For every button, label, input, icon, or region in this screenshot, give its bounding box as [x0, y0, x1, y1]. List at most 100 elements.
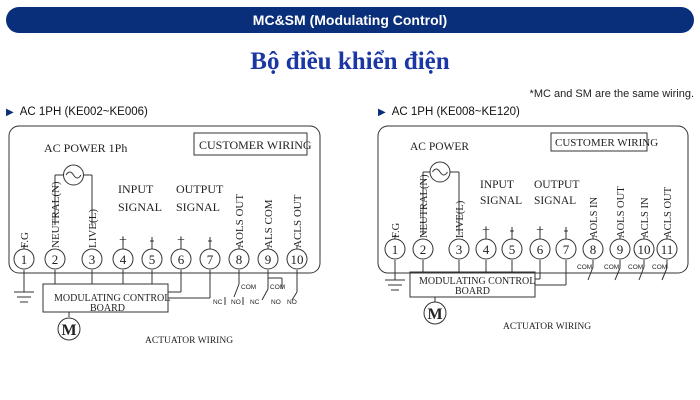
terminal: 7- — [555, 223, 577, 260]
terminal-number: 5 — [149, 252, 156, 267]
terminal-circle — [475, 238, 497, 260]
triangle-right-icon: ▶ — [378, 107, 386, 118]
terminal-number: 7 — [563, 242, 570, 257]
terminal-polarity: - — [510, 223, 515, 238]
output-signal-label: SIGNAL — [176, 200, 220, 214]
terminal-number: 6 — [537, 242, 544, 257]
terminal-number: 11 — [661, 242, 674, 257]
terminal-polarity: - — [208, 233, 213, 248]
terminal-number: 3 — [456, 242, 463, 257]
terminal-number: 10 — [638, 242, 651, 257]
terminal-name: NEUTRAL(N) — [50, 181, 62, 248]
terminal-number: 7 — [207, 252, 214, 267]
terminal: 8 AOLS OUT — [228, 194, 250, 270]
terminal-name: ACLS OUT — [292, 194, 304, 248]
terminal: 7- — [199, 233, 221, 270]
input-signal-label: INPUT — [118, 182, 154, 196]
terminal-number: 1 — [392, 242, 399, 257]
terminal-circle — [112, 248, 134, 270]
terminal: 3 LIVE(L) — [81, 209, 103, 270]
panel-1-labels: AC POWER 1Ph CUSTOMER WIRING INPUT SIGNA… — [44, 138, 312, 346]
switch-no-label: NO — [287, 299, 297, 306]
terminal-number: 5 — [509, 242, 516, 257]
switch-com-label: COM — [270, 284, 285, 291]
panel-label-ke002: ▶AC 1PH (KE002~KE006) — [6, 106, 148, 118]
terminal-name: AOLS OUT — [234, 194, 246, 248]
terminal: 6+ — [170, 233, 192, 270]
terminal-circle — [448, 238, 470, 260]
terminal-number: 10 — [291, 252, 304, 267]
terminal-number: 6 — [178, 252, 185, 267]
panel-label-text: AC 1PH (KE002~KE006) — [19, 106, 148, 118]
customer-wiring-label: CUSTOMER WIRING — [199, 138, 312, 152]
switch-no-label: NO — [271, 299, 281, 306]
ac-source-icon — [63, 164, 84, 186]
actuator-wiring-label: ACTUATOR WIRING — [503, 322, 591, 332]
terminal-circle — [501, 238, 523, 260]
terminal-number: 8 — [236, 252, 243, 267]
terminal-circle — [633, 238, 655, 260]
terminal-number: 8 — [590, 242, 597, 257]
header-title: MC&SM (Modulating Control) — [252, 12, 448, 28]
terminal-circle — [384, 238, 406, 260]
switch-no-label: NO — [231, 299, 241, 306]
switch-nc-label: NC — [213, 299, 223, 306]
terminal-name: AOLS OUT — [616, 186, 627, 238]
panel-label-ke008: ▶AC 1PH (KE008~KE120) — [378, 106, 520, 118]
terminal-number: 1 — [21, 252, 28, 267]
modulating-control-board — [42, 283, 169, 313]
terminal-name: F.G — [19, 232, 31, 248]
terminal: 10 ACLS OUT — [286, 194, 308, 270]
header-bar: MC&SM (Modulating Control) — [6, 7, 694, 33]
output-signal-label: SIGNAL — [534, 195, 576, 207]
terminal-circle — [582, 238, 604, 260]
terminal: 6+ — [529, 223, 551, 260]
motor-label: M — [427, 306, 442, 323]
terminal: 2 NEUTRAL(N) — [44, 181, 66, 270]
panel-frame — [8, 125, 321, 274]
terminal-number: 9 — [617, 242, 624, 257]
terminal-name: ALS COM — [263, 199, 275, 248]
terminal-number: 2 — [420, 242, 427, 257]
board-label: BOARD — [90, 303, 125, 314]
terminal: 5- — [501, 223, 523, 260]
actuator-wiring-label: ACTUATOR WIRING — [145, 336, 233, 346]
modulating-control-board — [409, 271, 536, 298]
terminal-name: LIVE(L) — [87, 209, 99, 248]
switch-nc-label: NC — [250, 299, 260, 306]
switch-com-label: COM — [577, 264, 592, 271]
terminal-polarity: - — [564, 223, 569, 238]
terminal-circle — [199, 248, 221, 270]
input-signal-label: SIGNAL — [480, 195, 522, 207]
wiring-panel-1 — [8, 125, 321, 341]
terminal-name: NEUTRAL(N) — [419, 174, 430, 238]
terminal-circle — [170, 248, 192, 270]
panel-2-labels: AC POWER CUSTOMER WIRING INPUT SIGNAL OU… — [410, 137, 667, 332]
motor-icon — [57, 317, 81, 341]
terminal-circle — [13, 248, 35, 270]
terminal-polarity: + — [119, 233, 127, 248]
board-label: BOARD — [455, 286, 490, 297]
customer-wiring-label: CUSTOMER WIRING — [555, 137, 658, 149]
input-signal-label: INPUT — [480, 179, 514, 191]
customer-wiring-box — [550, 132, 648, 152]
panel-frame — [377, 125, 689, 274]
terminal: 1 F.G — [384, 222, 406, 260]
switch-com-label: COM — [652, 264, 667, 271]
switch-com-label: COM — [628, 264, 643, 271]
terminal-circle — [141, 248, 163, 270]
terminal-number: 3 — [89, 252, 96, 267]
motor-icon — [423, 301, 447, 325]
terminal-circle — [257, 248, 279, 270]
ac-power-label: AC POWER 1Ph — [44, 141, 127, 155]
terminal-number: 4 — [120, 252, 127, 267]
terminal-name: ACLS IN — [640, 197, 651, 238]
terminal-number: 2 — [52, 252, 59, 267]
terminal-polarity: + — [536, 223, 544, 238]
motor-label: M — [61, 322, 76, 339]
board-label: MODULATING CONTROL — [54, 293, 170, 304]
switch-com-label: COM — [604, 264, 619, 271]
terminal-name: F.G — [391, 222, 402, 238]
